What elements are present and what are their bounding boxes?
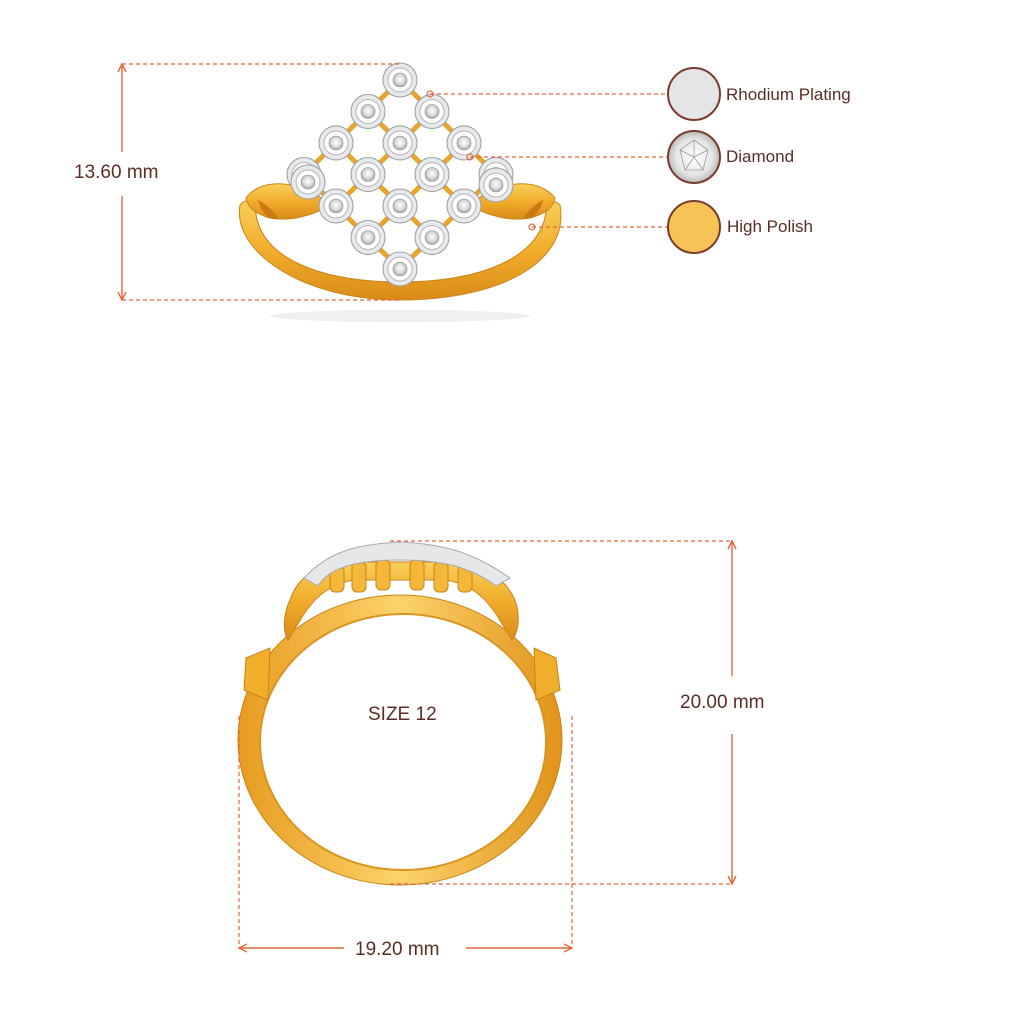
diamond-stone: [446, 188, 482, 224]
height-top-label: 13.60 mm: [74, 162, 158, 183]
diamond-stone: [414, 157, 450, 192]
legend-item-diamond: Diamond: [667, 130, 794, 184]
diamond-stone: [290, 164, 326, 200]
side-height-dimension: 20.00 mm: [390, 539, 764, 886]
diamond-stone: [382, 125, 418, 161]
high-polish-swatch: [667, 200, 721, 254]
diamond-stone: [350, 220, 386, 255]
top-ring-view: [238, 62, 562, 322]
legend-connectors: [426, 90, 668, 231]
diamond-stone: [446, 125, 482, 161]
legend-item-high-polish: High Polish: [667, 200, 813, 254]
legend-label-diamond: Diamond: [726, 147, 794, 166]
ring-size-label: SIZE 12: [368, 704, 437, 725]
width-side-label: 19.20 mm: [355, 939, 439, 960]
legend-label-high-polish: High Polish: [727, 217, 813, 236]
diamond-stone: [414, 94, 450, 129]
diamond-stone: [318, 125, 354, 161]
rhodium-swatch: [667, 67, 721, 121]
diamond-stone: [382, 188, 418, 224]
diamond-stone: [318, 188, 354, 224]
diamond-stone: [478, 167, 514, 203]
diamond-stone: [350, 157, 386, 192]
diamond-stone: [382, 251, 418, 287]
diamond-stone: [382, 62, 418, 98]
diamond-stone: [350, 94, 386, 129]
side-width-dimension: 19.20 mm: [237, 716, 574, 960]
legend-item-rhodium: Rhodium Plating: [667, 67, 851, 121]
legend-label-rhodium: Rhodium Plating: [726, 85, 851, 104]
top-height-dimension: 13.60 mm: [74, 62, 400, 302]
height-side-label: 20.00 mm: [680, 692, 764, 713]
legend: Rhodium Plating Diamond High Polish: [667, 67, 851, 254]
diamond-stone: [414, 220, 450, 255]
side-ring-view: [237, 541, 563, 886]
